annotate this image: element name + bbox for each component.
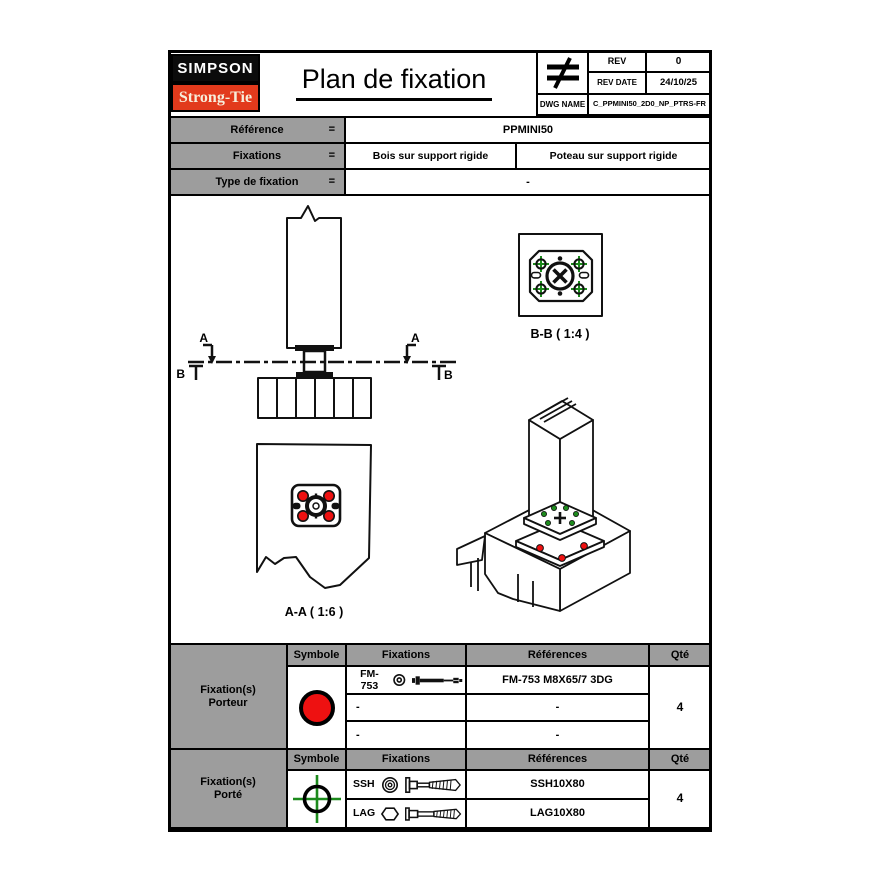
rev-date-label: REV DATE xyxy=(587,71,647,95)
porteur-fixation-name: FM-753 xyxy=(360,667,379,692)
reference-label-cell: Référence = xyxy=(168,116,346,144)
not-equal-projection-icon xyxy=(546,56,579,89)
section-marker-b-right: B xyxy=(432,364,453,382)
porte-symbol-cell xyxy=(286,769,347,829)
iso-green-screws xyxy=(540,504,579,526)
porteur-header-fixations: Fixations xyxy=(345,643,467,667)
fixations-value-left: Bois sur support rigide xyxy=(344,142,517,170)
svg-text:B: B xyxy=(176,367,185,381)
equals-sign: = xyxy=(328,149,335,162)
porte-header-fixations: Fixations xyxy=(345,748,467,771)
porte-header-references: Références xyxy=(465,748,650,771)
dwg-name-value: C_PPMINI50_2D0_NP_PTRS-FR xyxy=(587,93,712,116)
fixations-value-right: Poteau sur support rigide xyxy=(515,142,712,170)
strongtie-logo: Strong-Tie xyxy=(171,83,260,112)
wedge-anchor-side-icon xyxy=(412,675,463,685)
porteur-reference-row: - xyxy=(465,693,650,722)
lag-screw-side-icon xyxy=(405,806,462,821)
hex-head-icon xyxy=(381,806,400,821)
section-aa-label: A-A ( 1:6 ) xyxy=(285,605,344,619)
porte-fixation-row: LAG xyxy=(345,798,467,829)
porteur-group-line1: Fixation(s) xyxy=(200,683,256,696)
iso-red-anchors xyxy=(536,542,588,562)
svg-text:A: A xyxy=(411,331,420,345)
porteur-reference-row: FM-753 M8X65/7 3DG xyxy=(465,665,650,695)
porte-reference-row: SSH10X80 xyxy=(465,769,650,800)
rev-value: 0 xyxy=(645,50,712,73)
isometric-view xyxy=(456,397,631,612)
svg-text:B: B xyxy=(444,368,453,382)
porte-reference-row: LAG10X80 xyxy=(465,798,650,829)
projection-symbol-cell xyxy=(536,50,589,95)
section-aa-view: A-A ( 1:6 ) xyxy=(256,443,372,619)
porte-fixation-name: LAG xyxy=(353,807,376,820)
porte-header-symbole: Symbole xyxy=(286,748,347,771)
green-crosshair-symbol-icon xyxy=(292,775,341,823)
section-bb-label: B-B ( 1:4 ) xyxy=(530,327,589,341)
porte-group-cell: Fixation(s) Porté xyxy=(168,748,288,829)
type-fixation-label: Type de fixation xyxy=(215,175,299,188)
section-marker-a-left: A xyxy=(199,331,216,364)
equals-sign: = xyxy=(328,123,335,136)
structural-screw-side-icon xyxy=(404,776,461,793)
reference-label: Référence xyxy=(230,123,284,136)
dwg-name-label: DWG NAME xyxy=(536,93,589,116)
porteur-header-symbole: Symbole xyxy=(286,643,347,667)
porte-group-line1: Fixation(s) xyxy=(200,775,256,788)
equals-sign: = xyxy=(328,175,335,188)
strongtie-logo-text: Strong-Tie xyxy=(178,88,253,106)
porte-qty-cell: 4 xyxy=(648,769,712,829)
porte-fixation-name: SSH xyxy=(353,778,375,791)
elevation-view: A A B B xyxy=(176,205,460,419)
svg-text:A: A xyxy=(199,331,208,345)
section-marker-a-right: A xyxy=(403,331,420,364)
fixations-label-cell: Fixations = xyxy=(168,142,346,170)
section-marker-b-left: B xyxy=(176,364,203,381)
screw-symbols-green xyxy=(533,256,587,297)
anchor-head-icon xyxy=(393,673,406,687)
washer-head-icon xyxy=(381,776,398,793)
porte-group-line2: Porté xyxy=(213,788,243,801)
fixations-label: Fixations xyxy=(232,149,282,162)
type-fixation-label-cell: Type de fixation = xyxy=(168,168,346,196)
drawing-sheet: SIMPSON Strong-Tie Plan de fixation DWG … xyxy=(168,50,712,832)
simpson-logo: SIMPSON xyxy=(171,54,260,83)
porteur-reference-row: - xyxy=(465,720,650,750)
reference-value: PPMINI50 xyxy=(344,116,712,144)
rev-label: REV xyxy=(587,50,647,73)
red-circle-symbol-icon xyxy=(298,689,335,726)
porteur-header-qte: Qté xyxy=(648,643,712,667)
porte-fixation-row: SSH xyxy=(345,769,467,800)
page-title-text: Plan de fixation xyxy=(295,64,493,101)
rev-date-value: 24/10/25 xyxy=(645,71,712,95)
porteur-group-line2: Porteur xyxy=(208,696,248,709)
porteur-fixation-row: - xyxy=(345,693,467,722)
porteur-group-cell: Fixation(s) Porteur xyxy=(168,643,288,750)
page-title: Plan de fixation xyxy=(266,58,522,106)
porteur-qty-cell: 4 xyxy=(648,665,712,750)
porteur-fixation-row: FM-753 xyxy=(345,665,467,695)
porteur-symbol-cell xyxy=(286,665,347,750)
simpson-logo-text: SIMPSON xyxy=(177,60,254,77)
section-bb-view: B-B ( 1:4 ) xyxy=(518,233,603,341)
anchor-symbols-red xyxy=(297,489,336,522)
porteur-fixation-row: - xyxy=(345,720,467,750)
porte-header-qte: Qté xyxy=(648,748,712,771)
porteur-header-references: Références xyxy=(465,643,650,667)
technical-drawing-canvas: A A B B xyxy=(176,205,631,619)
type-fixation-value: - xyxy=(344,168,712,196)
